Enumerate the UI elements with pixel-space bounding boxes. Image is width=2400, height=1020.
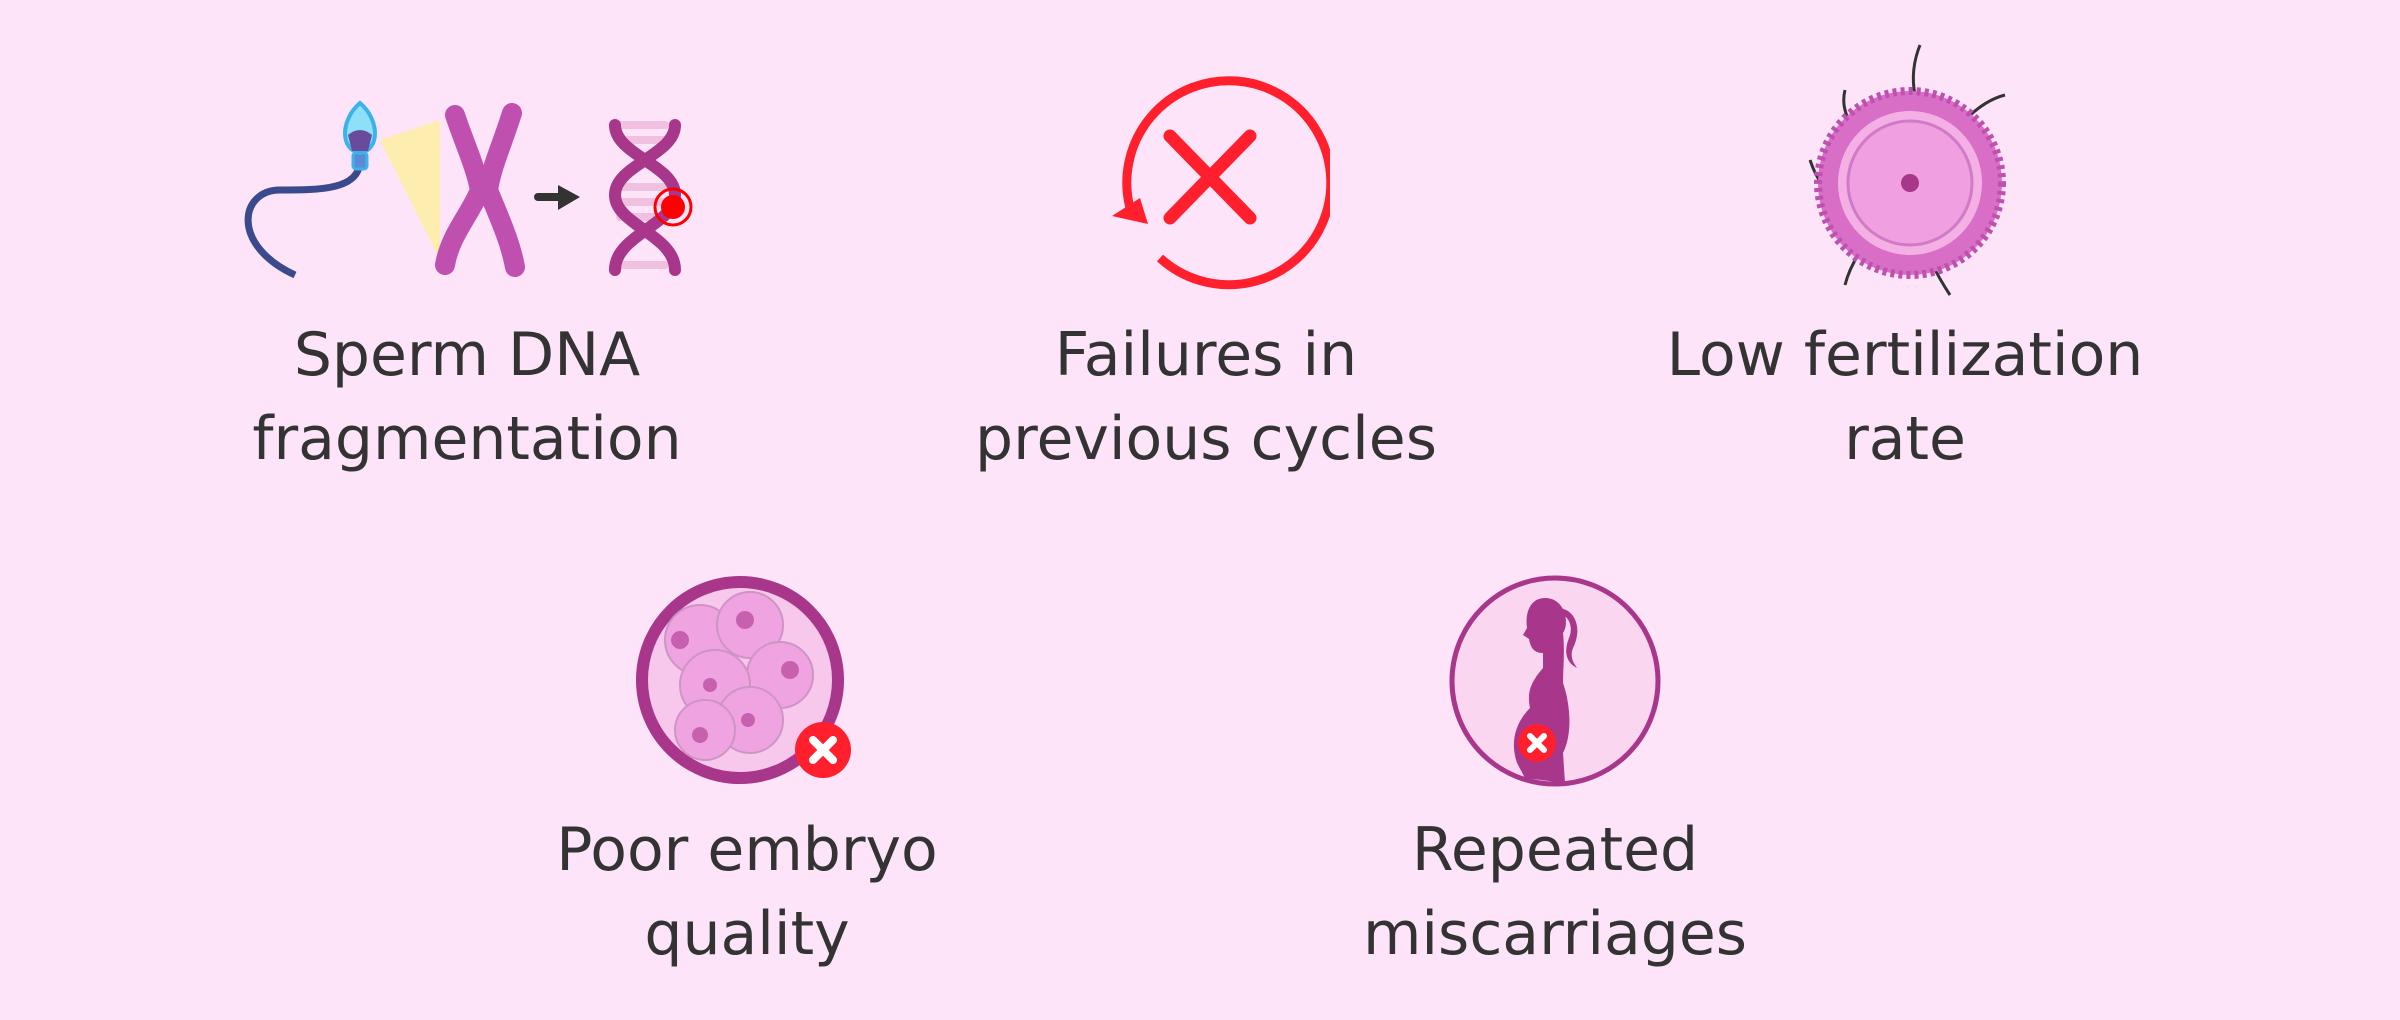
item-label-line2: miscarriages — [1362, 899, 1748, 969]
item-label-line1: Repeated — [1411, 815, 1699, 885]
item-label-line1: Low fertilization — [1666, 320, 2144, 390]
sperm-dna-fragmentation-icon — [244, 100, 693, 279]
egg-fertilization-icon — [1808, 44, 2006, 296]
item-label-line2: fragmentation — [252, 404, 682, 474]
item-label-line1: Poor embryo — [556, 815, 938, 885]
item-label-line1: Failures in — [1054, 320, 1358, 390]
embryo-quality-icon — [636, 576, 851, 784]
item-label-line1: Sperm DNA — [293, 320, 641, 390]
item-label-line2: quality — [644, 899, 850, 969]
item-label-line2: previous cycles — [975, 404, 1437, 474]
pregnant-woman-icon — [1449, 575, 1661, 787]
failure-cycle-icon — [1112, 76, 1330, 290]
item-label-line2: rate — [1844, 404, 1966, 474]
